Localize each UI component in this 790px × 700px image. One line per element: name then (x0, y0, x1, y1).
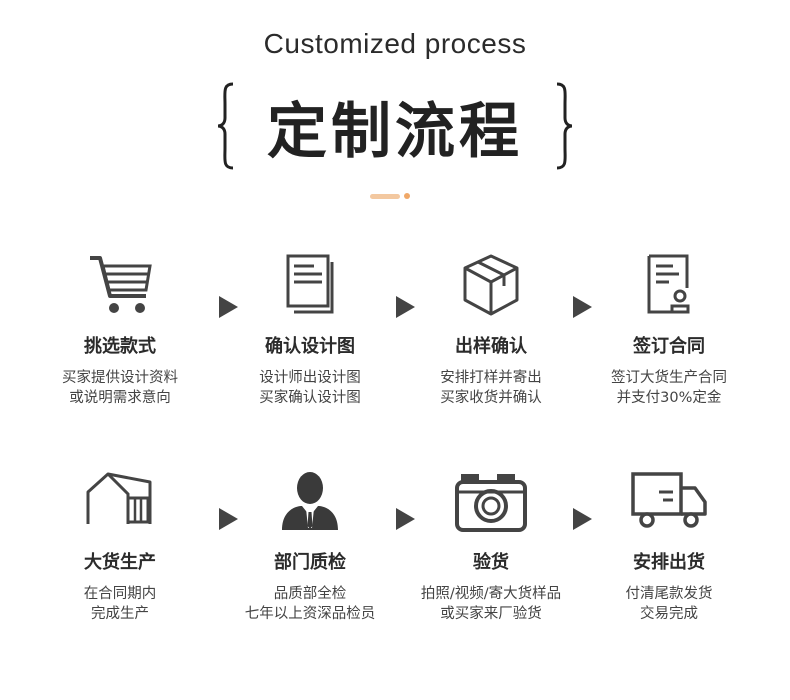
title-block: 定制流程 (0, 78, 790, 174)
step-sign-contract: 签订合同 签订大货生产合同并支付30%定金 (584, 252, 754, 408)
step-description: 设计师出设计图买家确认设计图 (259, 370, 361, 406)
step-name: 签订合同 (633, 336, 705, 357)
step-name: 挑选款式 (84, 336, 156, 357)
step-name: 安排出货 (633, 552, 705, 573)
step-select-style: 挑选款式 买家提供设计资料或说明需求意向 (35, 252, 205, 408)
step-sample-confirm: 出样确认 安排打样并寄出买家收货并确认 (406, 252, 576, 408)
step-mass-production: 大货生产 在合同期内完成生产 (35, 468, 205, 624)
left-brace-icon (217, 82, 234, 170)
step-name: 确认设计图 (265, 336, 355, 357)
document-icon (286, 254, 334, 314)
step-description: 品质部全检七年以上资深品检员 (244, 586, 376, 622)
step-quality-inspection: 部门质检 品质部全检七年以上资深品检员 (225, 468, 395, 624)
arrow-right-icon (219, 296, 238, 318)
arrow-right-icon (573, 296, 592, 318)
arrow-right-icon (219, 508, 238, 530)
right-brace-icon (556, 82, 573, 170)
step-description: 签订大货生产合同并支付30%定金 (611, 370, 727, 406)
step-name: 部门质检 (274, 552, 346, 573)
title-accent (370, 193, 410, 199)
box-icon (463, 254, 519, 316)
step-name: 验货 (473, 552, 509, 573)
arrow-right-icon (396, 296, 415, 318)
step-description: 拍照/视频/寄大货样品或买家来厂验货 (420, 586, 562, 622)
truck-icon (631, 472, 707, 528)
step-name: 大货生产 (84, 552, 156, 573)
shopping-cart-icon (90, 256, 152, 313)
english-title: Customized process (263, 28, 527, 59)
step-goods-inspection: 验货 拍照/视频/寄大货样品或买家来厂验货 (406, 468, 576, 624)
step-description: 在合同期内完成生产 (83, 586, 157, 622)
camera-icon (455, 474, 527, 532)
arrow-right-icon (396, 508, 415, 530)
chinese-title: 定制流程 (267, 96, 523, 167)
contract-icon (647, 254, 690, 314)
step-description: 付清尾款发货交易完成 (625, 586, 713, 622)
factory-icon (86, 472, 152, 524)
inspector-icon (282, 472, 338, 530)
step-name: 出样确认 (455, 336, 527, 357)
step-confirm-design: 确认设计图 设计师出设计图买家确认设计图 (225, 252, 395, 408)
step-description: 买家提供设计资料或说明需求意向 (62, 370, 178, 406)
step-description: 安排打样并寄出买家收货并确认 (440, 370, 542, 406)
step-shipment: 安排出货 付清尾款发货交易完成 (584, 468, 754, 624)
arrow-right-icon (573, 508, 592, 530)
